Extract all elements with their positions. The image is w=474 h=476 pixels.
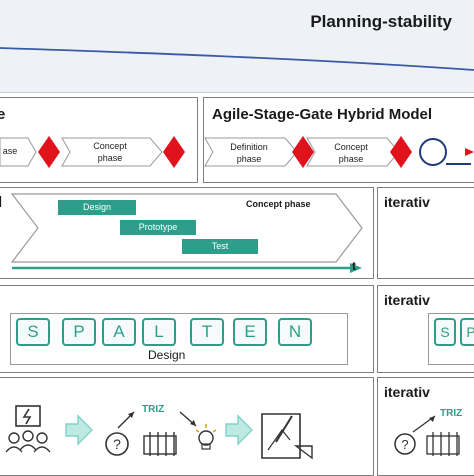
- row3-right-panel: [377, 285, 474, 373]
- gate-diamond-1: [38, 136, 60, 168]
- row4-right-fence-icon: [426, 432, 460, 456]
- planning-stability-band: [0, 0, 474, 93]
- spalten-letter-t: T: [190, 318, 224, 346]
- spalten-letter-l: L: [142, 318, 176, 346]
- row3-iterativ-label: iterativ: [384, 292, 430, 308]
- fence-barrier-icon: [143, 432, 177, 456]
- svg-text:?: ?: [401, 437, 408, 452]
- process-arrow-2: [225, 414, 253, 446]
- row4-process-icons: ?: [5, 405, 313, 460]
- lightbulb-icon: [195, 424, 217, 450]
- row1-left-phase-chain: [0, 136, 185, 168]
- design-bar: Design: [58, 200, 136, 215]
- time-axis-arrowhead: [350, 263, 362, 273]
- row1-definition-phase: Definition phase: [230, 142, 268, 164]
- row1-left-concept-phase: Concept phase: [93, 141, 127, 163]
- row4-right-question-icon: [394, 433, 416, 455]
- row4-right-triz-label: TRIZ: [440, 408, 463, 419]
- row4-right-icons: ?: [394, 415, 460, 456]
- spalten-letter-e: E: [233, 318, 267, 346]
- row4-left-panel: [0, 377, 374, 476]
- row3-right-letter-p: P: [460, 318, 474, 346]
- test-bar: Test: [182, 239, 258, 254]
- svg-text:?: ?: [113, 436, 121, 452]
- gate-diamond-3: [292, 136, 314, 168]
- triz-label: TRIZ: [142, 404, 165, 415]
- iteration-loop-icon: [419, 138, 447, 166]
- spalten-letter-n: N: [278, 318, 312, 346]
- row1-left-phase-fragment: ase: [2, 146, 18, 156]
- planning-stability-curve: [0, 47, 474, 71]
- page-title: Planning-stability: [310, 12, 452, 31]
- row1-right-concept-phase: Concept phase: [334, 142, 368, 164]
- row3-right-letter-s: S: [434, 318, 456, 346]
- design-label: Design: [148, 348, 186, 362]
- process-arrow-1: [65, 414, 93, 446]
- gate-diamond-partial: [465, 148, 474, 156]
- prototype-bar: Prototype: [120, 220, 196, 235]
- spalten-letter-s: S: [16, 318, 50, 346]
- row2-right-panel: [377, 187, 474, 279]
- row3-right-spalten-box: [428, 313, 474, 365]
- hybrid-model-title: Agile-Stage-Gate Hybrid Model: [212, 106, 433, 123]
- team-problem-icon: [5, 405, 51, 453]
- row2-left-partial-title: l: [0, 194, 3, 211]
- blueprint-design-icon: [261, 413, 313, 460]
- gate-diamond-4: [390, 136, 412, 168]
- spalten-letter-p: P: [62, 318, 96, 346]
- row1-right-phase-chain: [204, 136, 474, 168]
- gate-diamond-2: [163, 136, 185, 168]
- concept-phase-label: Concept phase: [246, 199, 311, 209]
- question-icon: ?: [105, 432, 129, 456]
- spalten-letter-a: A: [102, 318, 136, 346]
- row1-left-partial-title: e: [0, 106, 6, 123]
- row2-iterativ-label: iterativ: [384, 194, 430, 210]
- time-axis-label: t: [352, 259, 356, 273]
- row4-iterativ-label: iterativ: [384, 384, 430, 400]
